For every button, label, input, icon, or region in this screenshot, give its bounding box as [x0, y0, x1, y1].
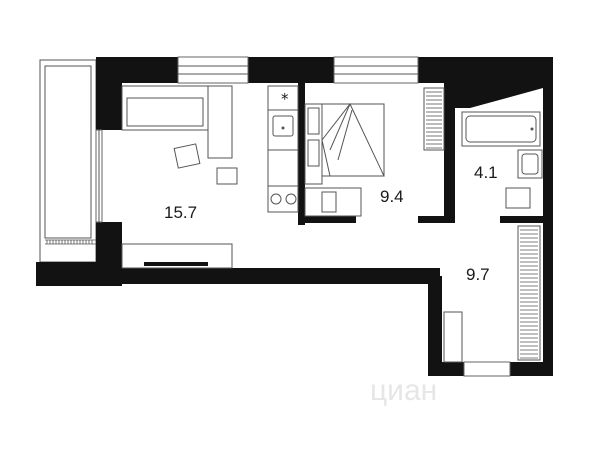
balcony-railing	[45, 239, 96, 245]
sideboard	[207, 85, 233, 159]
living-room-furniture	[121, 85, 238, 269]
balcony	[39, 59, 97, 263]
room-area-hallway: 9.7	[466, 265, 490, 284]
room-area-living: 15.7	[164, 203, 197, 222]
hallway	[443, 225, 541, 363]
stove-burner	[270, 193, 282, 205]
bedroom-furniture	[304, 87, 445, 217]
watermark-logo: циан	[370, 374, 437, 407]
washing-machine	[505, 187, 531, 209]
bed-blanket	[321, 103, 385, 177]
walls	[36, 57, 553, 376]
bedroom-closet	[423, 87, 445, 151]
hallway-wardrobe	[517, 225, 541, 361]
kitchen: *	[267, 85, 299, 213]
kitchen-marker: *	[281, 90, 289, 108]
kitchen-sink	[272, 115, 294, 137]
kitchen-counter	[267, 85, 299, 213]
side-table	[216, 167, 238, 185]
armchair	[173, 143, 201, 169]
room-area-bedroom: 9.4	[380, 187, 404, 206]
tv	[144, 262, 208, 266]
room-area-bathroom: 4.1	[474, 163, 498, 182]
shoe-cabinet	[443, 311, 463, 363]
windows	[95, 56, 511, 377]
bathroom	[461, 111, 543, 209]
